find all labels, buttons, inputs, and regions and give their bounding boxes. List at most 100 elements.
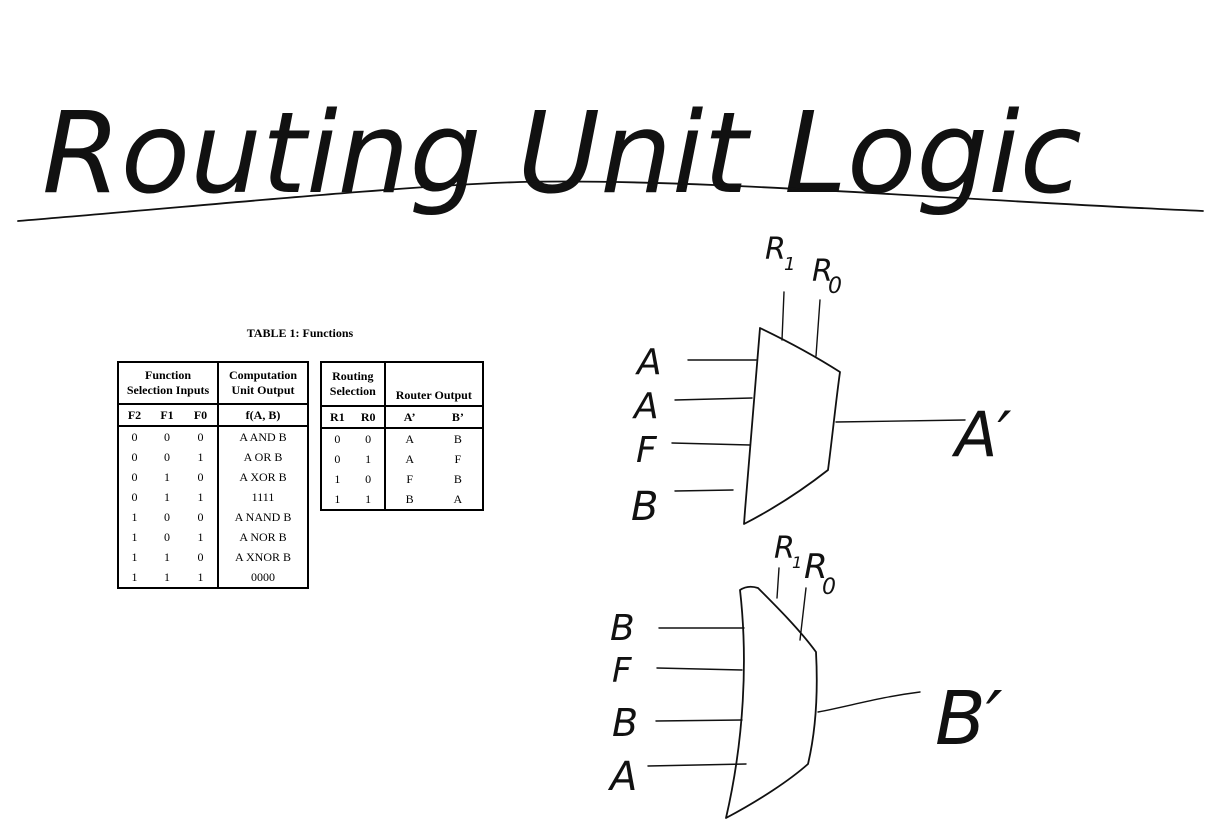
routing-table-cell: 0 xyxy=(365,431,372,446)
functions-table-cell: 1 xyxy=(197,449,204,464)
mux-top-select-r1-line xyxy=(781,291,785,341)
mux-top: R 1 R 0 A A F B A′ xyxy=(631,232,1012,530)
functions-table-row: 0 0 1 A OR B xyxy=(118,447,308,467)
functions-table-cell: 1 xyxy=(131,549,138,564)
functions-table-row: 1 1 0 A XNOR B xyxy=(118,547,308,567)
mux-bottom-select-r0-sub: 0 xyxy=(822,575,836,600)
functions-table-cell: 0 xyxy=(131,429,138,444)
mux-top-select-r1-sub: 1 xyxy=(784,254,795,275)
functions-table-cell: 1 xyxy=(164,489,170,504)
mux-bottom-select-r1-label: R xyxy=(774,531,795,566)
functions-table-cell: 0 xyxy=(164,429,170,444)
column-header-f2: F2 xyxy=(127,407,142,422)
functions-table-cell: 1 xyxy=(131,569,138,584)
functions-table-cell: A OR B xyxy=(217,447,308,467)
mux-top-body xyxy=(743,327,841,525)
function-selection-header-line2: Selection Inputs xyxy=(126,383,210,397)
functions-table-cell: 0 xyxy=(164,509,170,524)
functions-table-cell: 0 xyxy=(197,429,204,444)
column-header-f1: F1 xyxy=(160,407,174,422)
column-header-a-prime: A’ xyxy=(383,406,434,428)
functions-table-cell: 1 xyxy=(197,529,204,544)
mux-top-select-r1-label: R xyxy=(765,232,786,267)
routing-table-cell: B xyxy=(383,489,434,510)
routing-table-cell: F xyxy=(454,451,462,466)
page-title: Routing Unit Logic xyxy=(42,89,1082,219)
functions-table-cell: A XNOR B xyxy=(217,547,308,567)
mux-bottom-select-r1-sub: 1 xyxy=(792,553,802,572)
mux-bottom-output-label: B′ xyxy=(935,676,1003,762)
functions-table-cell: 0 xyxy=(164,449,170,464)
functions-table-cell: A AND B xyxy=(217,426,308,447)
router-output-header-line1: Router Output xyxy=(395,388,472,402)
mux-top-input-line-4 xyxy=(674,489,734,492)
functions-table-cell: 0 xyxy=(131,469,138,484)
mux-top-output-label: A′ xyxy=(951,398,1012,471)
function-selection-header: Function Selection Inputs xyxy=(118,362,218,404)
mux-bottom-select-r1-line xyxy=(776,567,780,599)
routing-table-cell: 1 xyxy=(365,451,372,466)
mux-top-input-2-label: A xyxy=(632,386,659,427)
mux-bottom-select-r0-label: R xyxy=(804,547,828,587)
functions-table-row: 1 1 1 0000 xyxy=(118,567,308,588)
functions-table-cell: 0 xyxy=(131,489,138,504)
mux-top-select-r0-sub: 0 xyxy=(828,274,842,299)
functions-table-cell: 0 xyxy=(197,509,204,524)
title-underline xyxy=(17,180,1204,222)
mux-top-select-r0-label: R xyxy=(812,254,833,289)
functions-table-cell: 1 xyxy=(164,549,170,564)
functions-table-cell: A NOR B xyxy=(217,527,308,547)
routing-table-cell: B xyxy=(453,431,462,446)
column-header-f0: F0 xyxy=(193,407,208,422)
column-header-b-prime: B’ xyxy=(451,409,464,424)
functions-table-cell: A NAND B xyxy=(217,507,308,527)
routing-table-cell: 0 xyxy=(334,451,341,466)
mux-bottom-input-line-2 xyxy=(656,667,743,671)
routing-table-cell: 1 xyxy=(334,491,341,506)
routing-table-cell: 1 xyxy=(365,491,372,506)
routing-table-cell: A xyxy=(453,491,463,506)
functions-table-row: 0 0 0 A AND B xyxy=(118,426,308,447)
functions-table-cell: 0 xyxy=(197,469,204,484)
functions-table-cell: A XOR B xyxy=(217,467,308,487)
functions-table-cell: 1 xyxy=(164,569,170,584)
functions-table-cell: 0 xyxy=(197,549,204,564)
mux-top-output-line xyxy=(835,419,966,423)
computation-output-header-line1: Computation xyxy=(228,368,297,382)
routing-selection-header-line2: Selection xyxy=(329,384,376,398)
mux-top-input-4-label: B xyxy=(631,484,658,530)
mux-bottom-body xyxy=(725,585,818,819)
routing-table-cell: A xyxy=(383,428,434,449)
routing-table: Routing Selection Router Output R1 R0 A’… xyxy=(320,361,484,511)
routing-table-cell: F xyxy=(383,469,434,489)
functions-table-cell: 0 xyxy=(131,449,138,464)
mux-top-input-3-label: F xyxy=(636,430,658,471)
column-header-r1: R1 xyxy=(330,409,345,424)
routing-table-cell: 0 xyxy=(334,431,341,446)
function-selection-header-line1: Function xyxy=(144,368,191,382)
routing-table-cell: 0 xyxy=(365,471,372,486)
mux-bottom: R 1 R 0 B F B A B′ xyxy=(607,531,1003,819)
routing-selection-header-line1: Routing xyxy=(332,369,374,383)
functions-table-cell: 1 xyxy=(197,489,204,504)
routing-table-cell: A xyxy=(383,449,434,469)
column-header-fab: f(A, B) xyxy=(217,404,308,426)
mux-top-select-r0-line xyxy=(815,299,821,357)
mux-top-input-1-label: A xyxy=(635,342,662,383)
functions-table-cell: 0000 xyxy=(217,567,308,588)
functions-table-cell: 1 xyxy=(197,569,204,584)
functions-table: Function Selection Inputs Computation Un… xyxy=(117,361,309,589)
routing-selection-header: Routing Selection xyxy=(321,362,385,406)
functions-table-cell: 0 xyxy=(164,529,170,544)
mux-bottom-input-line-4 xyxy=(647,763,747,767)
